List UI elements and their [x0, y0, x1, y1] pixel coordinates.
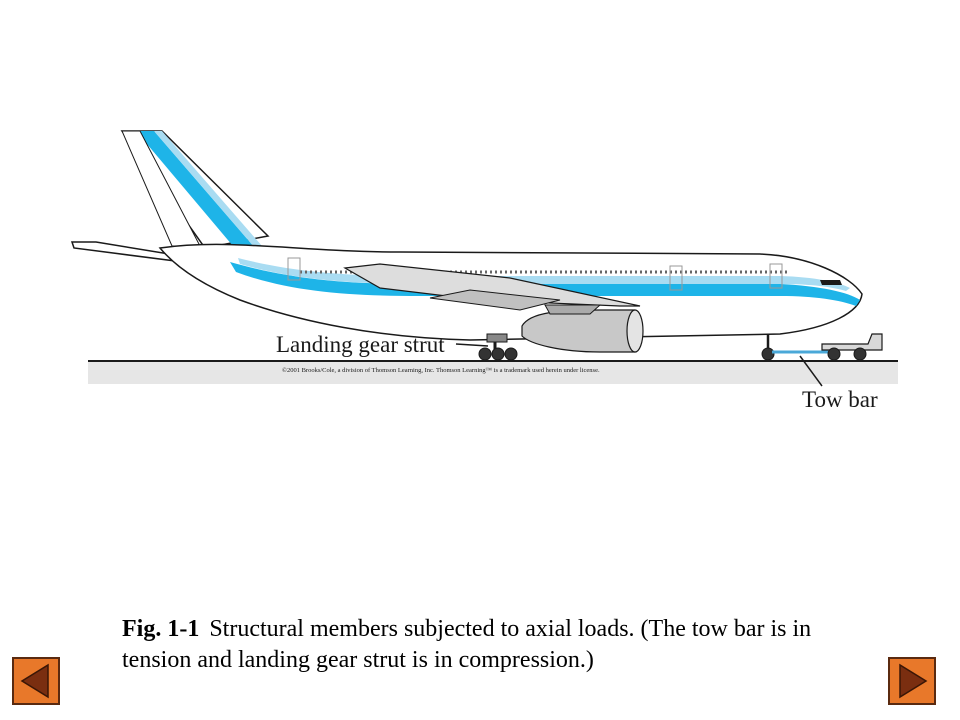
- tug-wheel: [827, 347, 841, 361]
- landing-gear-label: Landing gear strut: [276, 332, 445, 357]
- landing-gear-leader: [455, 343, 489, 347]
- engine-pylon: [544, 304, 602, 315]
- door-rear: [287, 257, 301, 281]
- wing: [343, 263, 641, 307]
- caption-text: Structural members subjected to axial lo…: [122, 616, 812, 673]
- main-gear-wheel: [478, 347, 492, 361]
- figure-number: Fig. 1-1: [122, 616, 200, 642]
- right-triangle-icon: [899, 663, 928, 699]
- nose-gear-wheel: [761, 347, 775, 361]
- tug-vehicle: [821, 333, 883, 351]
- previous-slide-button[interactable]: [12, 657, 60, 705]
- wing-flap: [429, 289, 561, 311]
- tow-bar-leader: [799, 355, 823, 387]
- next-slide-button[interactable]: [888, 657, 936, 705]
- cockpit-window: [820, 280, 842, 285]
- main-gear-wheel: [504, 347, 518, 361]
- tail-stripe: [136, 131, 255, 252]
- airplane-diagram: Landing gear strut Tow bar ©2001 Brooks/…: [70, 130, 898, 412]
- tow-bar-label: Tow bar: [802, 387, 878, 412]
- ground-shadow: [88, 362, 898, 384]
- copyright-text: ©2001 Brooks/Cole, a division of Thomson…: [282, 367, 600, 374]
- tug-wheel: [853, 347, 867, 361]
- door-mid: [669, 265, 683, 291]
- left-triangle-icon: [20, 663, 49, 699]
- main-gear-wheel: [491, 347, 505, 361]
- engine-intake: [626, 309, 644, 353]
- tail-stripe-light: [154, 131, 262, 248]
- engine-nacelle: [521, 309, 644, 353]
- main-gear-leg: [486, 333, 508, 343]
- door-front: [769, 263, 783, 289]
